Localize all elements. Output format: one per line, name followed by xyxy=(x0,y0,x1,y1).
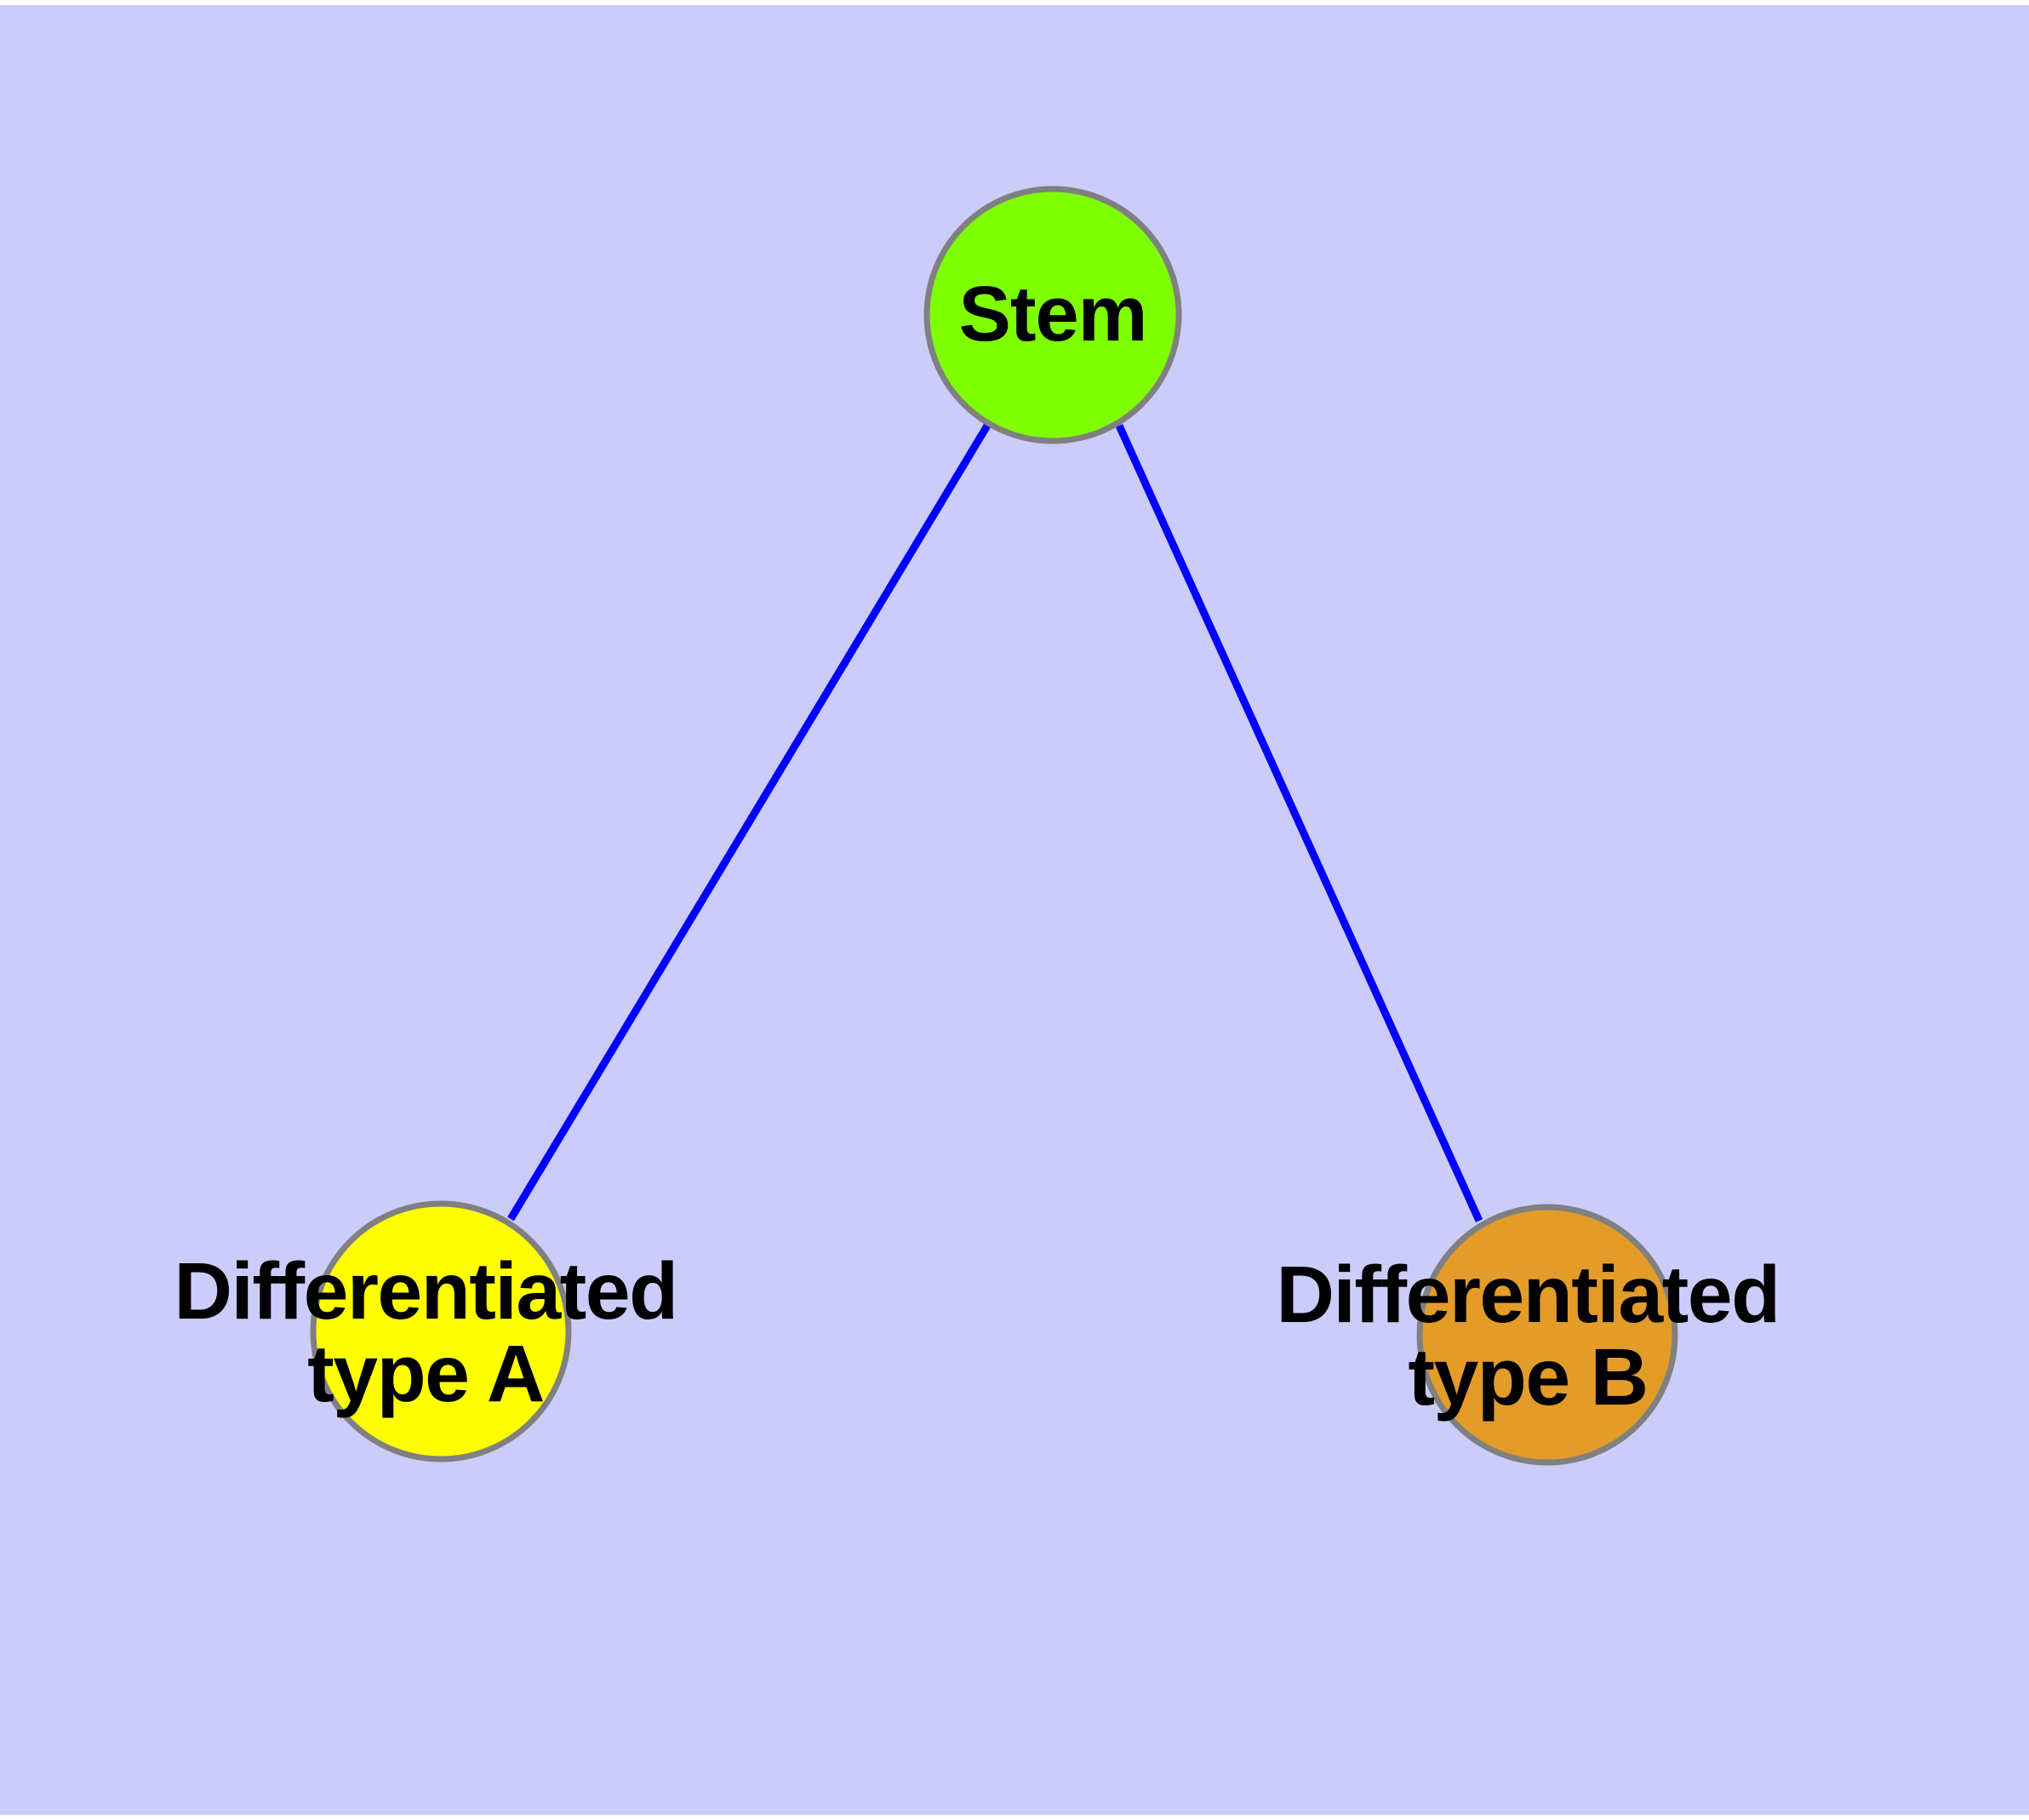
node-stem[interactable] xyxy=(923,186,1182,444)
node-differentiated-type-b[interactable] xyxy=(1416,1204,1678,1466)
node-differentiated-type-a[interactable] xyxy=(310,1200,572,1462)
edge-stem-to-differentiated-b[interactable] xyxy=(1115,424,1483,1222)
node-layer xyxy=(310,186,1678,1466)
edge-layer xyxy=(507,423,1483,1222)
edge-stem-to-differentiated-a[interactable] xyxy=(507,423,991,1222)
